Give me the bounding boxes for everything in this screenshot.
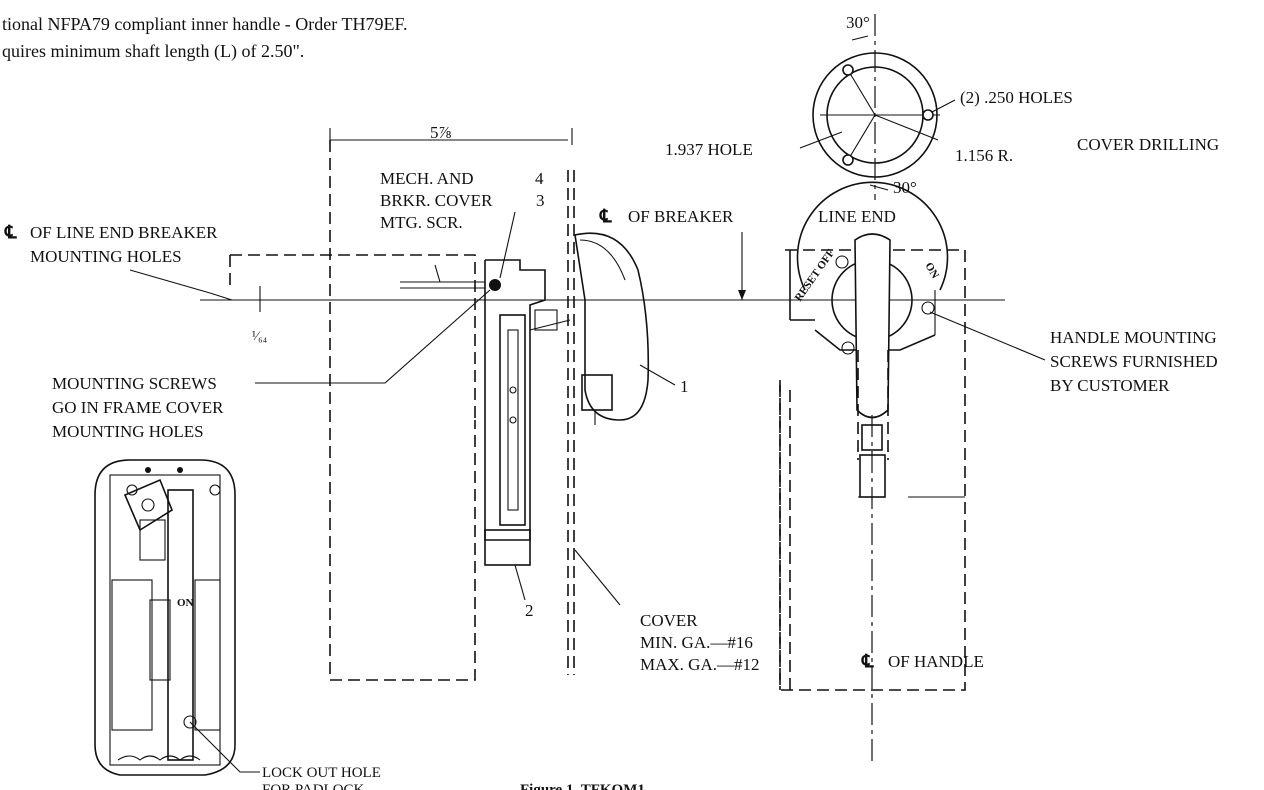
cl-symbol-handle: ℄	[861, 651, 874, 671]
item-number-1: 1	[680, 377, 689, 396]
handle-screws-label-2: SCREWS FURNISHED	[1050, 352, 1218, 371]
lockout-housing	[94, 459, 236, 776]
note-line-1: tional NFPA79 compliant inner handle - O…	[2, 14, 408, 34]
front-view: RESET OFF ON	[779, 181, 1046, 765]
cover-drilling-diagram: 30° 30° (2) .250 HOLES 1.937 HOLE 1.156 …	[665, 13, 1219, 200]
line-end-breaker-label-2: MOUNTING HOLES	[30, 247, 182, 266]
figure-caption: Figure 1. TFKOM1	[520, 782, 645, 790]
lockout-label-1: LOCK OUT HOLE	[262, 765, 381, 781]
handle-lever	[854, 233, 891, 419]
lockout-label-2: FOR PADLOCK	[262, 782, 365, 790]
mech-number: 4	[535, 169, 544, 188]
of-breaker-label: OF BREAKER	[628, 207, 734, 226]
mech-label: MECH. AND	[380, 169, 474, 188]
line-end-label: LINE END	[818, 207, 896, 226]
cover-label-1: COVER	[640, 611, 698, 630]
lockout-hole	[183, 715, 197, 729]
mounting-screws-label-2: GO IN FRAME COVER	[52, 398, 224, 417]
mounting-screw	[489, 279, 501, 291]
mechanism-body	[484, 259, 546, 541]
fraction-dimension: ¹⁄₆₄	[252, 328, 268, 343]
lockout-on-text: ON	[177, 597, 194, 609]
lockout-detail: ON	[94, 459, 260, 776]
handle-screws-label-3: BY CUSTOMER	[1050, 376, 1170, 395]
cover-drilling-title: COVER DRILLING	[1077, 135, 1219, 154]
mounting-screws-label-1: MOUNTING SCREWS	[52, 374, 217, 393]
hole-size-label: 1.937 HOLE	[665, 140, 753, 159]
radius-label: 1.156 R.	[955, 146, 1013, 165]
mounting-hole-top	[842, 64, 854, 76]
on-dial-text: ON	[922, 261, 941, 281]
side-view: 5⅞ 1 2 MECH. AND 4 BRKR. COVER 3	[229, 123, 689, 681]
mtg-label: MTG. SCR.	[380, 213, 463, 232]
cl-symbol-line-end: ℄	[4, 222, 17, 242]
item-number-2: 2	[525, 601, 534, 620]
brkr-number: 3	[536, 191, 545, 210]
brkr-label: BRKR. COVER	[380, 191, 493, 210]
mounting-hole-right	[922, 109, 934, 121]
drilling-radius-leader	[874, 114, 939, 141]
mounting-screws-label-3: MOUNTING HOLES	[52, 422, 204, 441]
holes-label: (2) .250 HOLES	[960, 88, 1073, 107]
line-end-breaker-label-1: OF LINE END BREAKER	[30, 223, 218, 242]
mounting-hole-bottom	[842, 154, 854, 166]
cover-label-3: MAX. GA.—#12	[640, 655, 759, 674]
cover-label-2: MIN. GA.—#16	[640, 633, 753, 652]
angle-top-label: 30°	[846, 13, 870, 32]
drilling-angle-line-bottom	[847, 114, 876, 161]
handle-dial	[796, 181, 949, 291]
handle-side-profile	[574, 232, 650, 421]
width-dimension: 5⅞	[430, 123, 452, 142]
cl-symbol-breaker: ℄	[599, 206, 612, 226]
note-line-2: quires minimum shaft length (L) of 2.50"…	[2, 41, 304, 62]
handle-screws-label-1: HANDLE MOUNTING	[1050, 328, 1217, 347]
drilling-angle-line-top	[847, 69, 876, 116]
of-handle-label: OF HANDLE	[888, 652, 984, 671]
